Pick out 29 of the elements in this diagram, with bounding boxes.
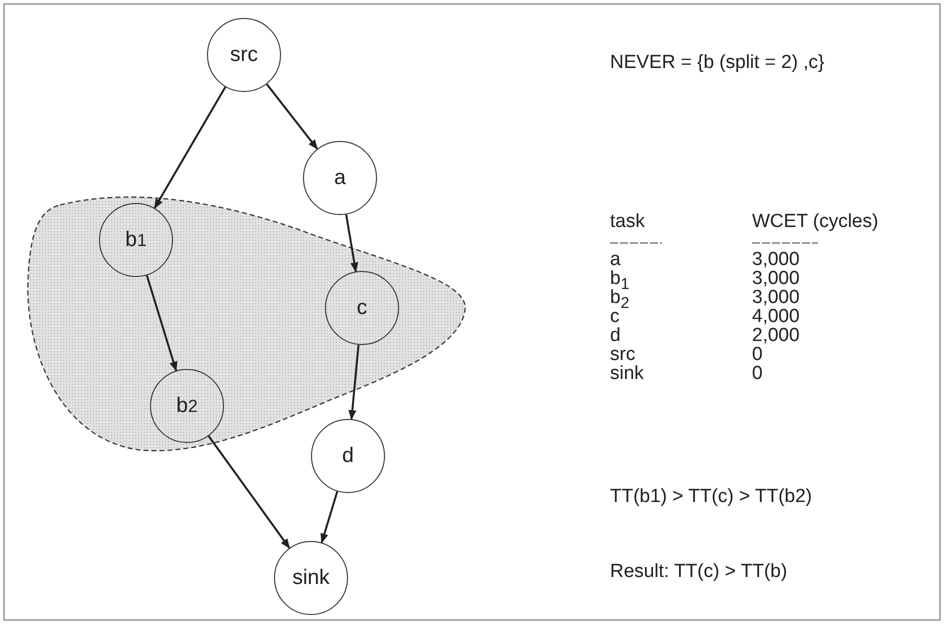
task-node: d — [311, 419, 385, 493]
arrow — [348, 344, 360, 420]
task-node: a — [303, 141, 377, 215]
table-text: d — [610, 326, 621, 346]
task-node: sink — [274, 541, 348, 615]
constraint-text: NEVER = {b (split = 2) ,c} — [610, 53, 824, 73]
arrow — [320, 491, 338, 544]
task-node: src — [207, 18, 281, 92]
table-text: src — [610, 345, 636, 365]
arrow — [146, 275, 178, 372]
table-text: a — [610, 250, 621, 270]
arrow — [154, 86, 226, 209]
table-text: c — [610, 307, 620, 327]
arrow — [266, 84, 318, 150]
column-header: WCET (cycles) — [752, 212, 878, 232]
arrow — [345, 214, 358, 272]
table-text: 2,000 — [752, 326, 800, 346]
table-text: 3,000 — [752, 269, 800, 289]
task-node: c — [325, 271, 399, 345]
table-text: 0 — [752, 345, 763, 365]
arrow — [208, 435, 290, 549]
table-text: 4,000 — [752, 307, 800, 327]
formula-text: TT(b1) > TT(c) > TT(b2) — [610, 487, 812, 507]
table-text: 3,000 — [752, 288, 800, 308]
table-text: sink — [610, 364, 644, 384]
table-text: 3,000 — [752, 250, 800, 270]
result-text: Result: TT(c) > TT(b) — [610, 562, 788, 582]
column-header: task — [610, 212, 645, 232]
table-text: 0 — [752, 364, 763, 384]
